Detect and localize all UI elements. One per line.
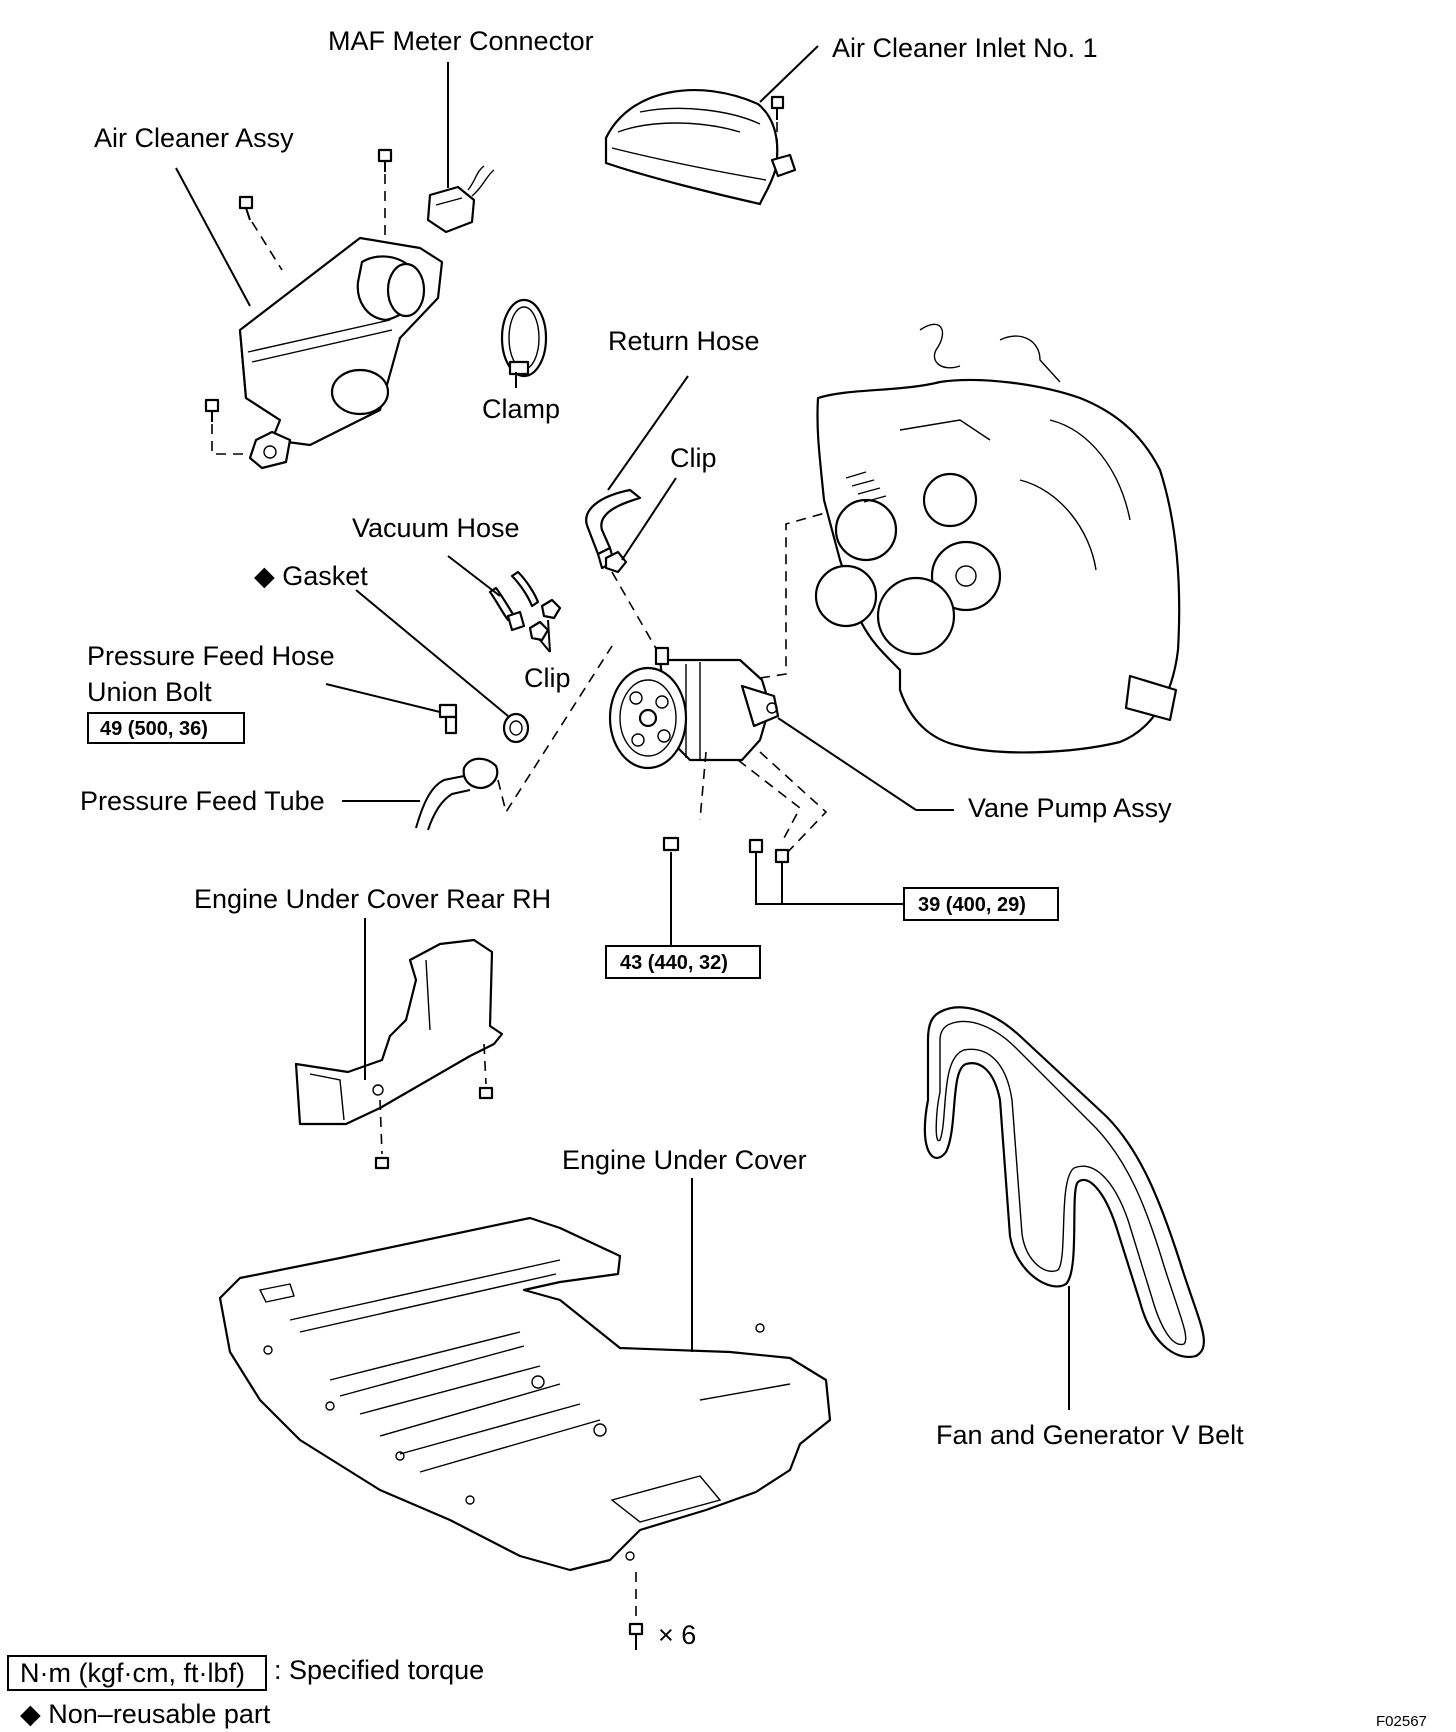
label-vacuum-hose: Vacuum Hose: [352, 513, 520, 543]
air-cleaner-bolts: [204, 148, 393, 455]
torque-pump-bolts: 39 (400, 29): [918, 894, 1026, 916]
label-gasket: ◆ Gasket: [254, 561, 368, 591]
vacuum-clips-part: [528, 598, 562, 642]
rear-cover-bolts: [374, 1043, 494, 1170]
leader-clip-vacuum-b: [539, 639, 551, 653]
vacuum-hose-part: [488, 570, 540, 632]
leader-vane-pump: [777, 717, 917, 811]
leader-gasket: [355, 589, 509, 717]
label-clamp: Clamp: [482, 394, 560, 424]
label-clip-vacuum: Clip: [524, 663, 571, 693]
inlet-bolt: [770, 95, 785, 156]
torque-box-union-bolt: [87, 712, 245, 744]
label-air-cleaner-inlet: Air Cleaner Inlet No. 1: [832, 33, 1098, 63]
air-cleaner-inlet-part: [604, 89, 797, 206]
torque-box-pump-bolts: [903, 887, 1059, 921]
pump-bolts: [662, 751, 828, 864]
label-return-hose: Return Hose: [608, 326, 760, 356]
label-pressure-feed-hose-2: Union Bolt: [87, 677, 212, 707]
torque-union-bolt: 49 (500, 36): [100, 718, 208, 740]
leader-clip-return: [621, 477, 677, 561]
air-cleaner-assy-part: [238, 236, 444, 470]
torque-box-pump-nut: [605, 945, 761, 979]
fan-generator-belt-part: [923, 1006, 1205, 1359]
leader-air-cleaner-assy: [175, 167, 251, 307]
dash-return-hose: [611, 571, 659, 653]
dash-pump-engine: [759, 505, 851, 679]
label-engine-under-cover-rear-rh: Engine Under Cover Rear RH: [194, 884, 551, 914]
legend-torque-box: [7, 1655, 267, 1691]
under-cover-bolt: [628, 1572, 644, 1650]
label-bolt-count: × 6: [658, 1620, 696, 1650]
figure-id: F02567: [1376, 1713, 1427, 1730]
leader-union-bolt: [325, 683, 441, 713]
engine-under-cover-rear-rh-part: [294, 938, 504, 1126]
label-clip-return: Clip: [670, 443, 717, 473]
label-fan-generator-belt: Fan and Generator V Belt: [936, 1420, 1244, 1450]
union-bolt-part: [438, 703, 458, 735]
label-engine-under-cover: Engine Under Cover: [562, 1145, 807, 1175]
label-air-cleaner-assy: Air Cleaner Assy: [94, 123, 294, 153]
label-vane-pump-assy: Vane Pump Assy: [968, 793, 1172, 823]
clamp-part: [500, 298, 548, 378]
pressure-feed-tube-part: [415, 757, 499, 831]
engine-under-cover-part: [218, 1216, 832, 1572]
leader-vacuum-hose: [447, 555, 501, 597]
leader-clip-vacuum-a: [547, 619, 551, 653]
leader-return-hose: [607, 375, 689, 491]
label-pressure-feed-tube: Pressure Feed Tube: [80, 786, 325, 816]
leader-air-cleaner-inlet: [759, 45, 819, 103]
maf-connector-part: [426, 165, 495, 234]
legend-non-reusable: ◆ Non–reusable part: [20, 1699, 271, 1729]
legend-torque-desc: : Specified torque: [274, 1655, 484, 1685]
return-clip-part: [604, 550, 628, 574]
legend-torque-unit: N·m (kgf·cm, ft·lbf): [20, 1658, 245, 1688]
gasket-part: [502, 712, 530, 744]
label-pressure-feed-hose-1: Pressure Feed Hose: [87, 641, 335, 671]
label-maf-connector: MAF Meter Connector: [328, 26, 594, 56]
engine-part: [814, 323, 1181, 754]
leader-pump-bolts: [755, 852, 904, 905]
vane-pump-assy-part: [608, 646, 780, 770]
torque-pump-nut: 43 (440, 32): [620, 952, 728, 974]
